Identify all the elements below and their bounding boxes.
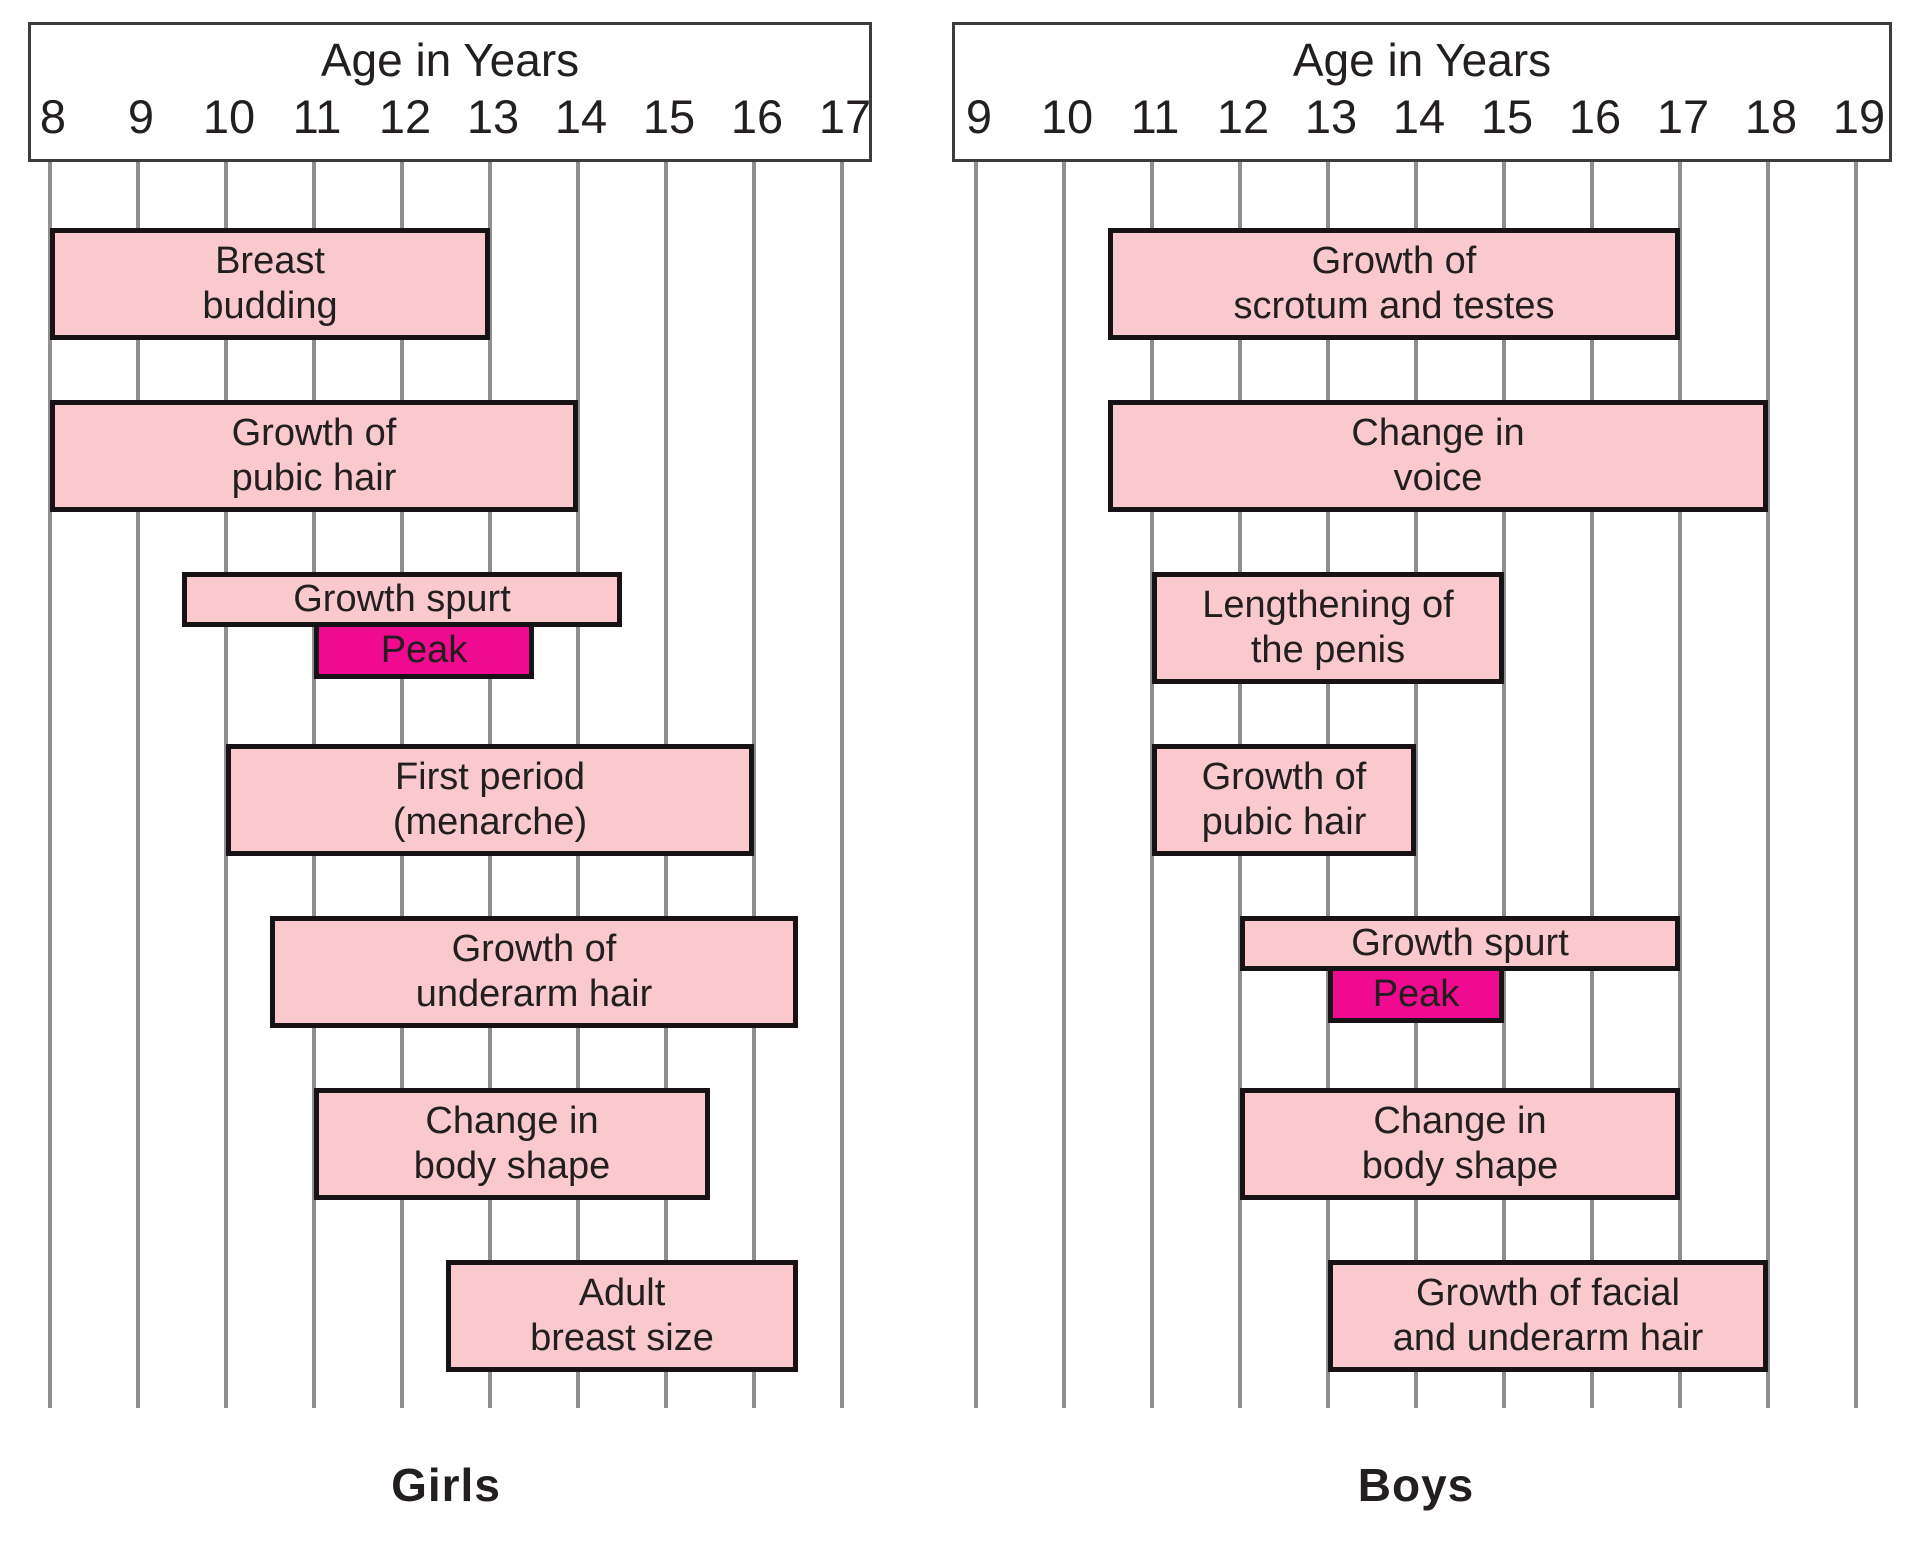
tick-label: 9	[965, 90, 993, 143]
gridline	[974, 160, 978, 1408]
task-bar-label: Change in	[1351, 412, 1525, 455]
tick-label: 18	[1744, 90, 1798, 143]
tick-label: 12	[1216, 90, 1270, 143]
tick-label: 16	[730, 90, 784, 143]
task-bar-label: Change in	[1373, 1100, 1547, 1143]
peak-bar: Peak	[314, 622, 534, 679]
task-bar-label: Growth of facial	[1416, 1272, 1680, 1315]
gridline	[1678, 160, 1682, 1408]
tick-label: 17	[818, 90, 872, 143]
task-bar-label: Peak	[380, 629, 468, 672]
task-bar-label: and underarm hair	[1392, 1317, 1704, 1359]
tick-label: 9	[127, 90, 155, 143]
tick-label: 11	[1130, 90, 1180, 143]
task-bar-label: Growth spurt	[293, 578, 511, 621]
gridline	[48, 160, 52, 1408]
task-bar: Growth spurt	[1240, 916, 1680, 971]
gridline	[1062, 160, 1066, 1408]
girls-caption: Girls	[391, 1459, 501, 1511]
boys-caption: Boys	[1357, 1459, 1475, 1511]
task-bar-label: Breast	[215, 240, 325, 283]
age-axis-box: Age in Years 8 9 10 11 12 13 14 15 16 17	[28, 22, 872, 162]
gridline	[1502, 160, 1506, 1408]
task-bar-label: underarm hair	[415, 973, 653, 1015]
peak-bar: Peak	[1328, 966, 1504, 1023]
task-bar-label: voice	[1393, 457, 1483, 499]
tick-label: 19	[1832, 90, 1886, 143]
task-bar-label: Growth of	[1201, 756, 1367, 799]
tick-label: 13	[466, 90, 520, 143]
tick-label: 10	[1040, 90, 1094, 143]
task-bar-label: Lengthening of	[1202, 584, 1454, 627]
tick-label: 13	[1304, 90, 1358, 143]
gridline	[1766, 160, 1770, 1408]
task-bar-label: pubic hair	[231, 457, 397, 499]
gridline	[752, 160, 756, 1408]
tick-label: 15	[642, 90, 696, 143]
tick-label: 17	[1656, 90, 1710, 143]
task-bar-label: Change in	[425, 1100, 599, 1143]
tick-label: 14	[1392, 90, 1446, 143]
task-bar-label: scrotum and testes	[1233, 285, 1555, 327]
gridline	[1590, 160, 1594, 1408]
task-bar-label: Growth of	[451, 928, 617, 971]
task-bar-label: Growth of	[231, 412, 397, 455]
task-bar: First period(menarche)	[226, 744, 754, 856]
task-bar-label: pubic hair	[1201, 801, 1367, 843]
task-bar-label: breast size	[530, 1317, 714, 1359]
tick-label: 12	[378, 90, 432, 143]
tick-label: 14	[554, 90, 608, 143]
task-bar-label: budding	[202, 285, 338, 327]
task-bar-label: Adult	[578, 1272, 666, 1315]
tick-label: 8	[39, 90, 67, 143]
task-bar-label: (menarche)	[392, 801, 588, 843]
task-bar-label: Growth spurt	[1351, 922, 1569, 965]
task-bar-label: Growth of	[1311, 240, 1477, 283]
axis-title: Age in Years	[1292, 34, 1552, 86]
axis-title: Age in Years	[320, 34, 580, 86]
gridline	[1414, 160, 1418, 1408]
tick-label: 16	[1568, 90, 1622, 143]
task-bar-label: the penis	[1250, 629, 1406, 671]
task-bar-label: body shape	[413, 1145, 611, 1187]
task-bar-label: Peak	[1372, 973, 1460, 1016]
gridline	[840, 160, 844, 1408]
gridline	[136, 160, 140, 1408]
task-bar: Growth spurt	[182, 572, 622, 627]
tick-label: 15	[1480, 90, 1534, 143]
task-bar-label: body shape	[1361, 1145, 1559, 1187]
task-bar-label: First period	[394, 756, 586, 799]
tick-label: 11	[292, 90, 342, 143]
gridline	[1854, 160, 1858, 1408]
age-axis-box: Age in Years 9 10 11 12 13 14 15 16 17 18 19	[952, 22, 1892, 162]
tick-label: 10	[202, 90, 256, 143]
